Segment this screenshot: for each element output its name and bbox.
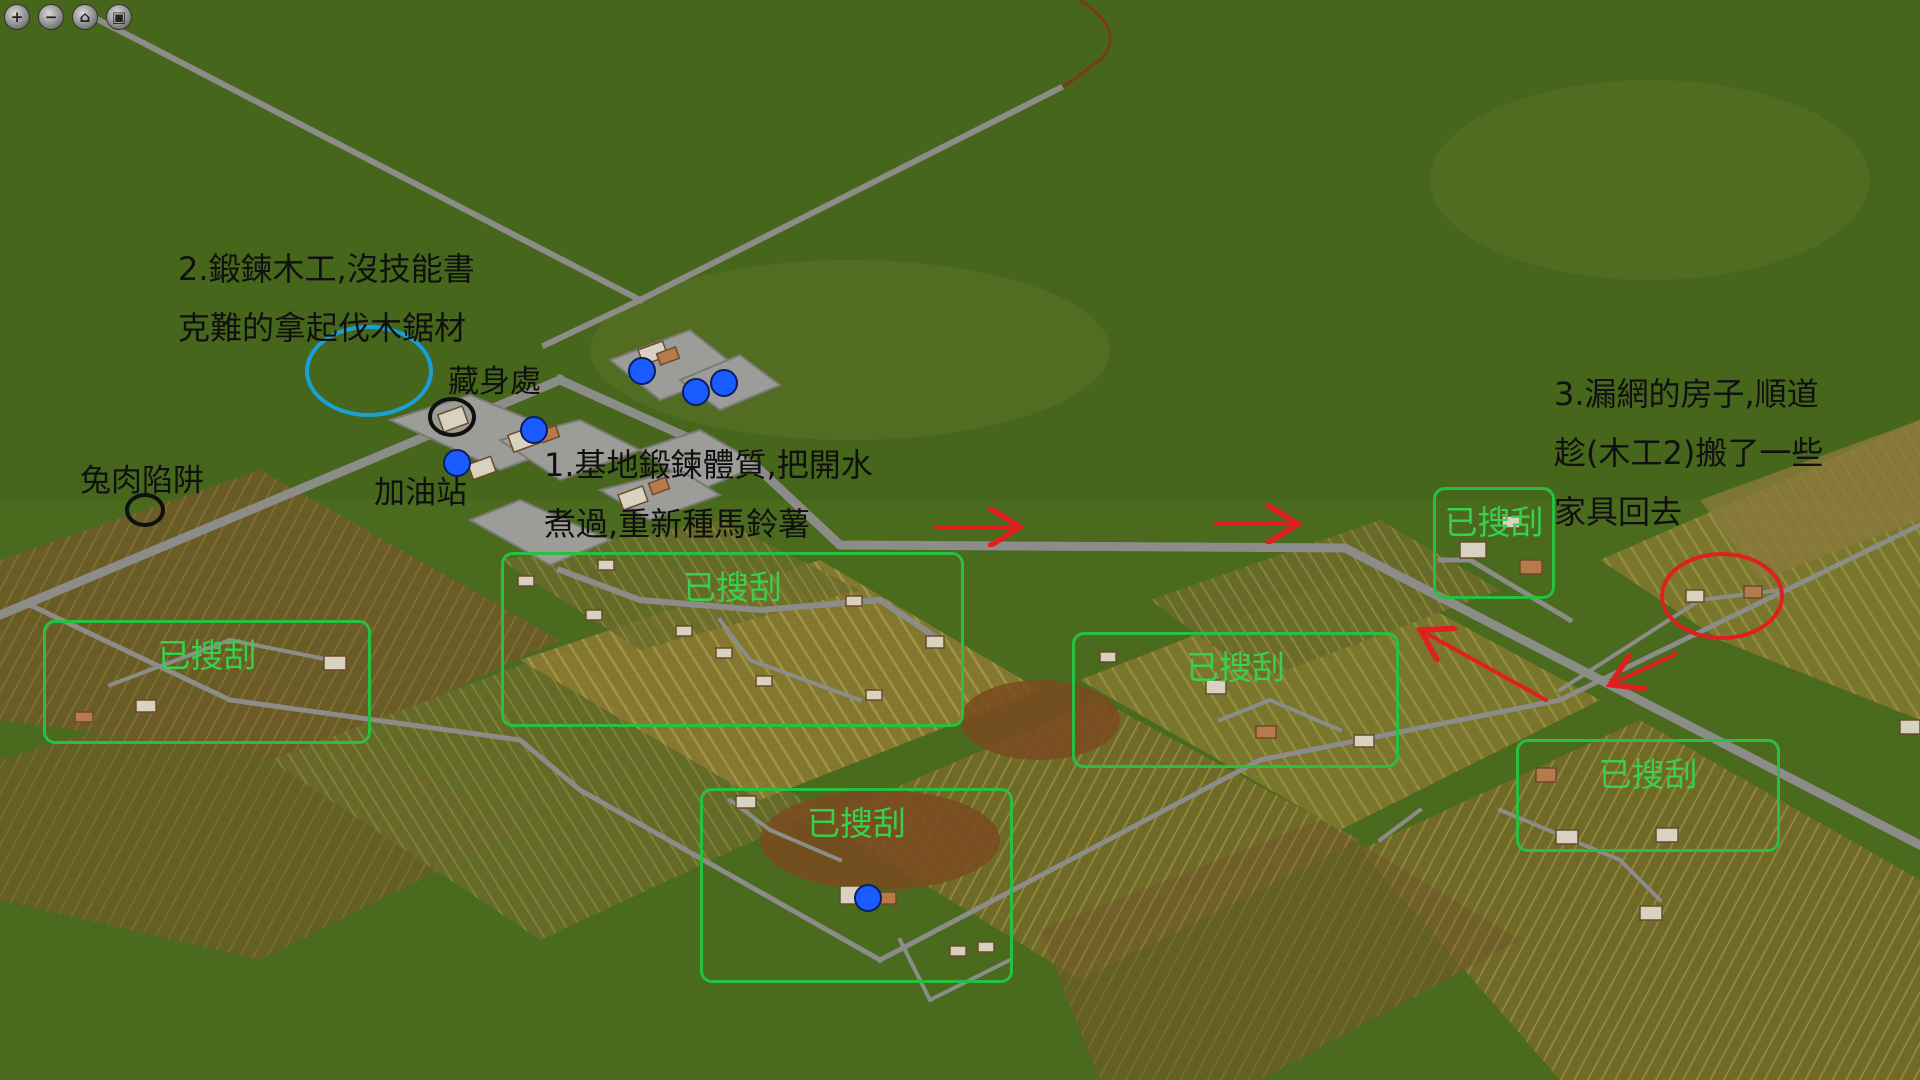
note-woodworking: 2.鍛鍊木工,沒技能書 克難的拿起伐木鋸材 xyxy=(178,240,475,358)
note-line: 克難的拿起伐木鋸材 xyxy=(178,309,467,347)
scavenged-label: 已搜刮 xyxy=(1598,755,1698,794)
gas-station-label: 加油站 xyxy=(374,475,467,511)
note-base-fitness: 1.基地鍛鍊體質,把開水 煮過,重新種馬鈴薯 xyxy=(544,436,873,554)
blue-marker xyxy=(682,378,710,406)
scavenged-label: 已搜刮 xyxy=(1444,503,1544,542)
plus-icon: + xyxy=(10,7,24,26)
woodcutting-area-circle xyxy=(305,325,433,417)
arrow-up-left xyxy=(1424,632,1548,702)
note-line: 3.漏網的房子,順道 xyxy=(1554,375,1819,413)
blue-marker xyxy=(854,884,882,912)
scavenged-area: 已搜刮 xyxy=(1072,632,1399,768)
grassland-dark-upper xyxy=(0,0,1920,500)
blue-marker xyxy=(628,357,656,385)
zoom-in-button[interactable]: + xyxy=(4,4,30,30)
blue-marker xyxy=(443,449,471,477)
scavenged-label: 已搜刮 xyxy=(1186,648,1285,687)
missed-house-circle xyxy=(1660,552,1784,640)
layers-icon: ▣ xyxy=(111,7,127,26)
map-toolbar: + − ⌂ ▣ xyxy=(4,4,132,30)
scavenged-area: 已搜刮 xyxy=(43,620,371,744)
dry-patch xyxy=(1430,80,1870,280)
route-arrows xyxy=(934,524,1678,702)
note-line: 2.鍛鍊木工,沒技能書 xyxy=(178,250,475,288)
hideout-label: 藏身處 xyxy=(448,364,541,400)
zoom-out-button[interactable]: − xyxy=(38,4,64,30)
hideout-circle xyxy=(428,397,476,437)
layers-button[interactable]: ▣ xyxy=(106,4,132,30)
scavenged-area: 已搜刮 xyxy=(1516,739,1780,852)
buildings xyxy=(74,340,1920,957)
rabbit-trap-label: 兔肉陷阱 xyxy=(80,463,204,499)
scavenged-area: 已搜刮 xyxy=(700,788,1013,983)
dirt-road xyxy=(1059,0,1112,90)
note-line: 家具回去 xyxy=(1554,493,1683,531)
note-line: 趁(木工2)搬了一些 xyxy=(1554,434,1824,472)
home-icon: ⌂ xyxy=(79,7,91,26)
rabbit-trap-circle xyxy=(125,493,165,527)
home-button[interactable]: ⌂ xyxy=(72,4,98,30)
scavenged-label: 已搜刮 xyxy=(157,636,257,675)
scavenged-area: 已搜刮 xyxy=(501,552,964,727)
survivor-markers xyxy=(443,357,882,912)
note-line: 煮過,重新種馬鈴薯 xyxy=(544,505,811,543)
scavenged-label: 已搜刮 xyxy=(807,804,906,843)
blue-marker xyxy=(520,416,548,444)
scavenged-label: 已搜刮 xyxy=(683,568,782,607)
arrow-down-left xyxy=(1614,652,1678,683)
minus-icon: − xyxy=(44,7,58,26)
scavenged-area: 已搜刮 xyxy=(1433,487,1555,599)
note-missed-house: 3.漏網的房子,順道 趁(木工2)搬了一些 家具回去 xyxy=(1554,365,1823,542)
blue-marker xyxy=(710,369,738,397)
note-line: 1.基地鍛鍊體質,把開水 xyxy=(544,446,873,484)
